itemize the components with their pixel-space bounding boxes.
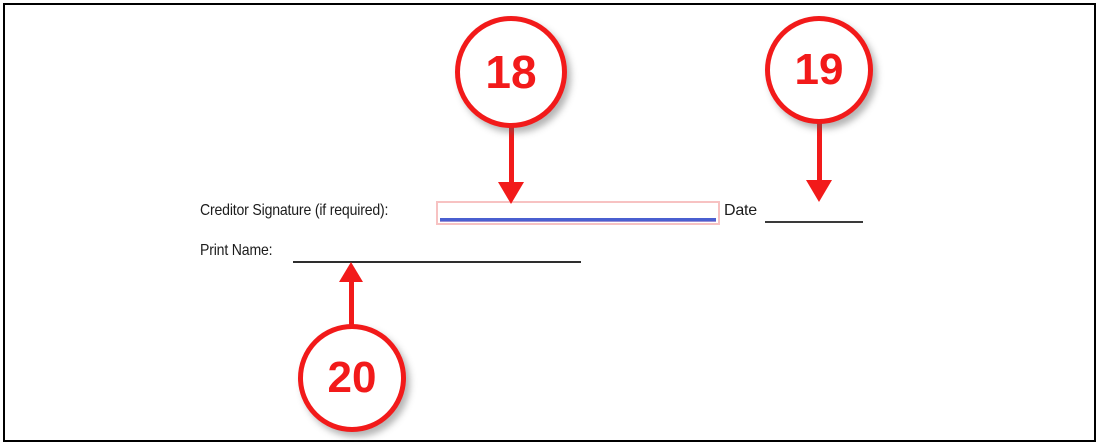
signature-input[interactable] [436, 201, 720, 225]
callout-arrow-19 [806, 120, 832, 202]
print-name-blank[interactable] [293, 261, 581, 263]
date-label: Date [724, 202, 757, 219]
arrow-shaft [508, 124, 514, 182]
print-name-row: Print Name: [200, 242, 273, 260]
callout-label-20: 20 [327, 353, 377, 402]
creditor-signature-label: Creditor Signature (if required): [200, 202, 389, 219]
arrow-shaft [348, 282, 354, 328]
arrow-shaft [816, 120, 822, 180]
callout-arrow-20 [339, 262, 363, 328]
callout-marker-19[interactable]: 19 [765, 16, 873, 124]
callout-marker-18[interactable]: 18 [455, 16, 567, 128]
date-blank[interactable] [765, 221, 863, 223]
arrow-head-down-icon [498, 182, 524, 204]
callout-label-19: 19 [794, 45, 844, 94]
arrow-head-up-icon [339, 262, 363, 282]
callout-arrow-18 [498, 124, 524, 204]
date-label-group: Date [724, 202, 757, 220]
signature-input-rule [440, 218, 716, 222]
page-border [3, 3, 1096, 442]
creditor-signature-row: Creditor Signature (if required): [200, 202, 388, 220]
arrow-head-down-icon [806, 180, 832, 202]
callout-label-18: 18 [485, 46, 537, 98]
print-name-label: Print Name: [200, 242, 273, 259]
callout-marker-20[interactable]: 20 [298, 324, 406, 432]
